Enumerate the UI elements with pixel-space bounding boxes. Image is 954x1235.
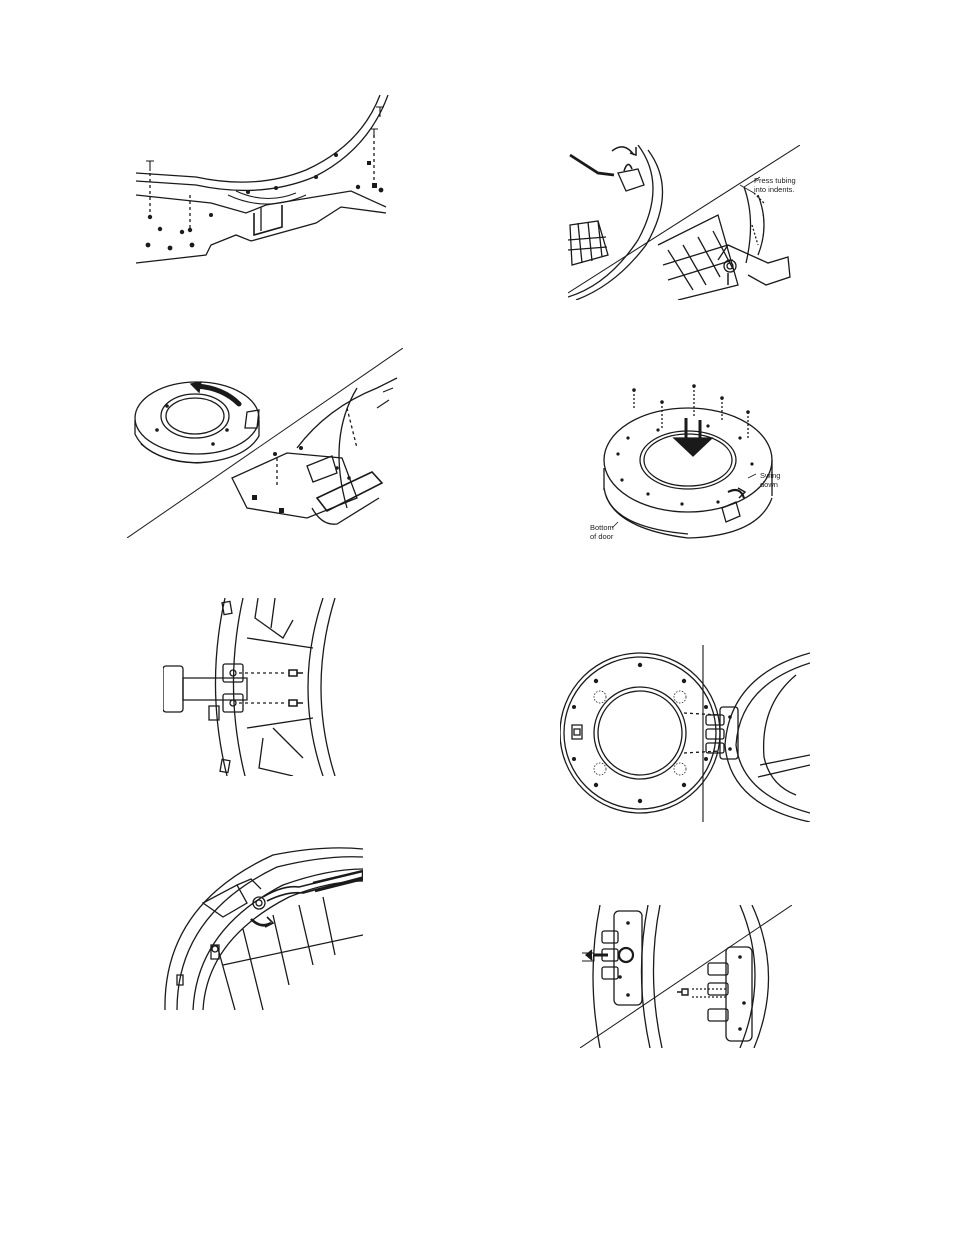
inner-door-tubing-illustration bbox=[163, 845, 363, 1010]
figure-door-bottom-screws bbox=[136, 95, 398, 270]
door-bottom-illustration bbox=[136, 95, 398, 270]
callout-press-tubing-line1: Press tubing bbox=[754, 176, 796, 185]
callout-press-tubing-line2: into indents. bbox=[754, 185, 794, 194]
figure-inner-door-tubing bbox=[163, 845, 363, 1010]
label-swing-down-line2: down bbox=[760, 480, 778, 489]
lift-door-illustration bbox=[127, 348, 403, 538]
hinge-cover-illustration: Press tubing into indents. bbox=[568, 145, 800, 300]
label-swing-down-line1: Swing bbox=[760, 471, 780, 480]
screw-icons bbox=[146, 107, 384, 171]
assemble-door-illustration: Swing down Bottom of door bbox=[590, 384, 780, 541]
figure-assemble-door: Swing down Bottom of door bbox=[588, 378, 780, 553]
figure-lift-door-hinge bbox=[127, 348, 403, 538]
label-bottom-of-door-line2: of door bbox=[590, 532, 614, 541]
figure-door-align-cabinet bbox=[560, 645, 810, 822]
figure-cabinet-hinge-move bbox=[580, 905, 792, 1048]
figure-hinge-cover-tool: Press tubing into indents. bbox=[568, 145, 800, 300]
door-align-illustration bbox=[560, 645, 810, 822]
attach-hinge-illustration bbox=[163, 598, 353, 776]
screw-holes bbox=[145, 153, 384, 251]
cabinet-hinge-illustration bbox=[580, 905, 792, 1048]
label-bottom-of-door-line1: Bottom bbox=[590, 523, 614, 532]
figure-attach-hinge-screws bbox=[163, 598, 353, 776]
